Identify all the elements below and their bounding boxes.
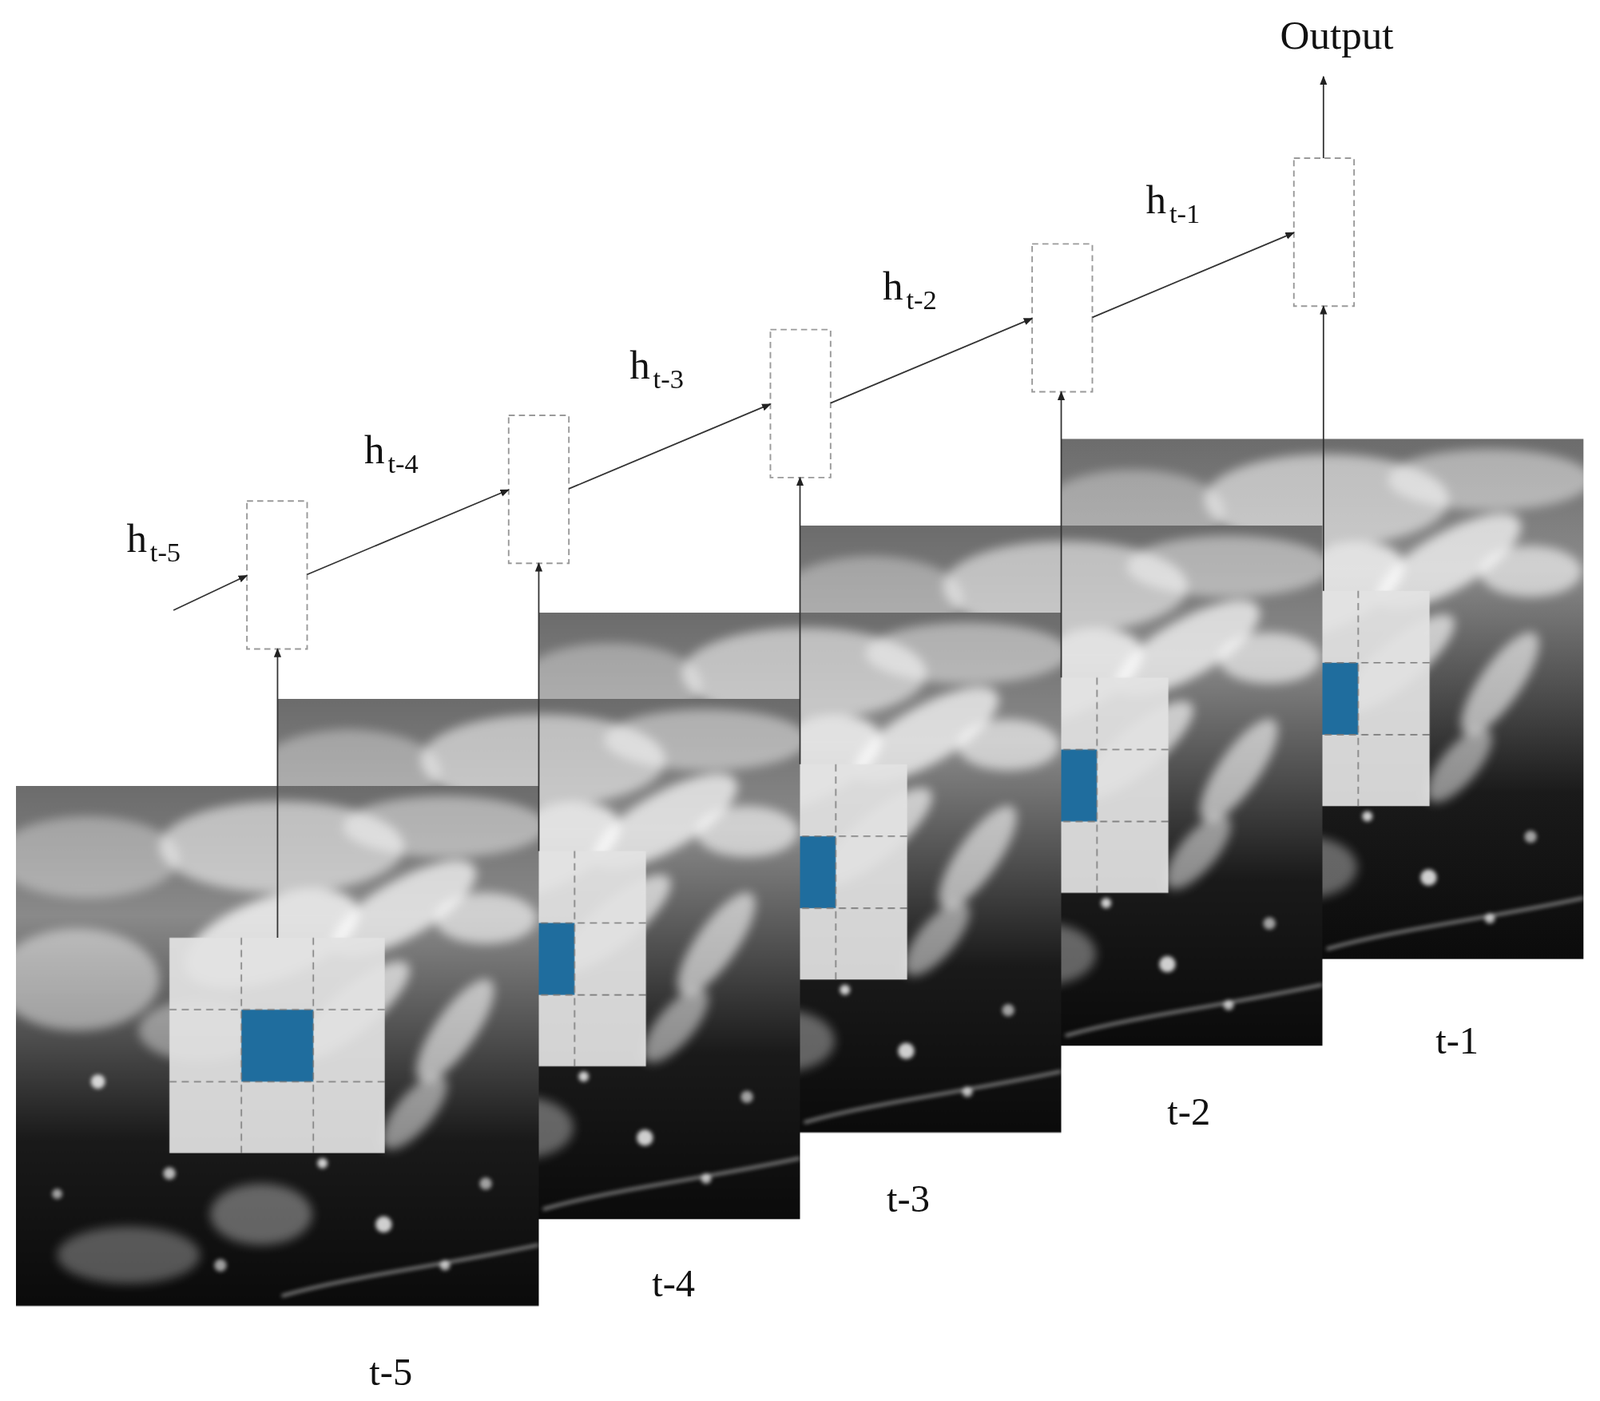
input-arrow [538,563,540,851]
hidden-symbol: h [364,428,386,470]
time-label: t-1 [1435,1021,1479,1061]
hidden-arrow [830,318,1033,404]
input-arrow [277,648,279,938]
input-arrow [1322,305,1325,591]
hidden-subscript: t-5 [150,538,181,567]
output-label: Output [1280,14,1394,56]
time-label: t-3 [886,1179,930,1219]
hidden-arrow [173,575,247,611]
hidden-subscript: t-1 [1169,199,1200,228]
hidden-arrow [307,489,509,575]
hidden-arrow [568,404,771,489]
hidden-subscript: t-3 [653,365,684,394]
input-arrow [1060,392,1063,679]
hidden-symbol: h [629,344,651,386]
hidden-subscript: t-2 [905,285,937,314]
rnn-cell [1032,243,1092,392]
rnn-cell [246,500,307,649]
hidden-symbol: h [1146,178,1168,220]
time-label: t-4 [651,1264,695,1304]
rnn-cell [1294,158,1354,306]
time-label: t-5 [369,1353,413,1393]
rnn-cell [770,329,830,478]
input-arrow [799,477,802,765]
hidden-symbol: h [126,517,147,559]
hidden-symbol: h [882,265,904,306]
hidden-arrow [1091,232,1294,318]
hidden-subscript: t-4 [387,449,418,478]
output-arrow [1322,76,1325,159]
rnn-cell [508,415,569,564]
time-label: t-2 [1167,1092,1211,1132]
